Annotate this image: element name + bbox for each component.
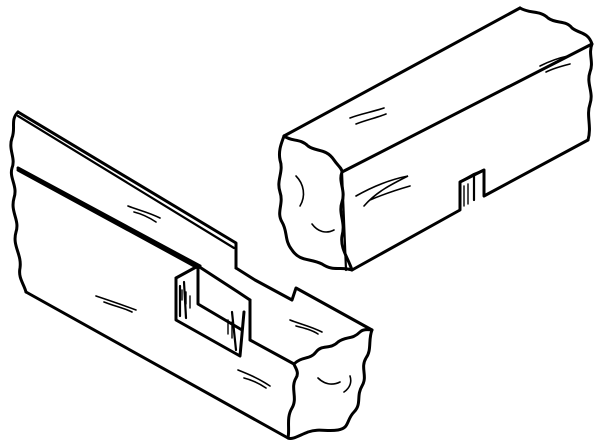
right-beam-grain-3 [355,175,411,207]
left-beam-grain-4 [289,319,323,335]
right-beam-fill [278,8,592,270]
left-beam-slot-inner [178,280,238,352]
left-beam-top-edge [16,166,202,268]
slot-hatching [181,289,233,339]
left-beam-end-left [9,110,28,294]
left-beam-bottom-edge [24,290,290,440]
right-beam-end-front [277,134,354,272]
left-beam-grain-2 [95,295,137,313]
left-beam-top-face [16,110,238,270]
right-beam-end-back [518,6,594,142]
left-beam-end-right [286,328,374,440]
left-beam-edge-line [16,114,236,250]
right-beam-front-edge [340,170,348,272]
right-beam-grain-2 [539,55,571,73]
left-beam-grain-3 [237,369,271,389]
right-beam-top-face [282,6,594,174]
left-beam-step [234,266,374,332]
right-beam-notch [458,168,486,202]
right-beam-end-rings [295,175,335,233]
left-beam-grain-1 [127,205,161,223]
left-beam [9,110,374,440]
left-beam-end-rings [317,375,352,393]
left-beam-step-front [248,298,296,366]
right-beam [277,6,594,272]
notch-hatching [463,183,469,207]
right-beam-grain-1 [349,107,387,125]
